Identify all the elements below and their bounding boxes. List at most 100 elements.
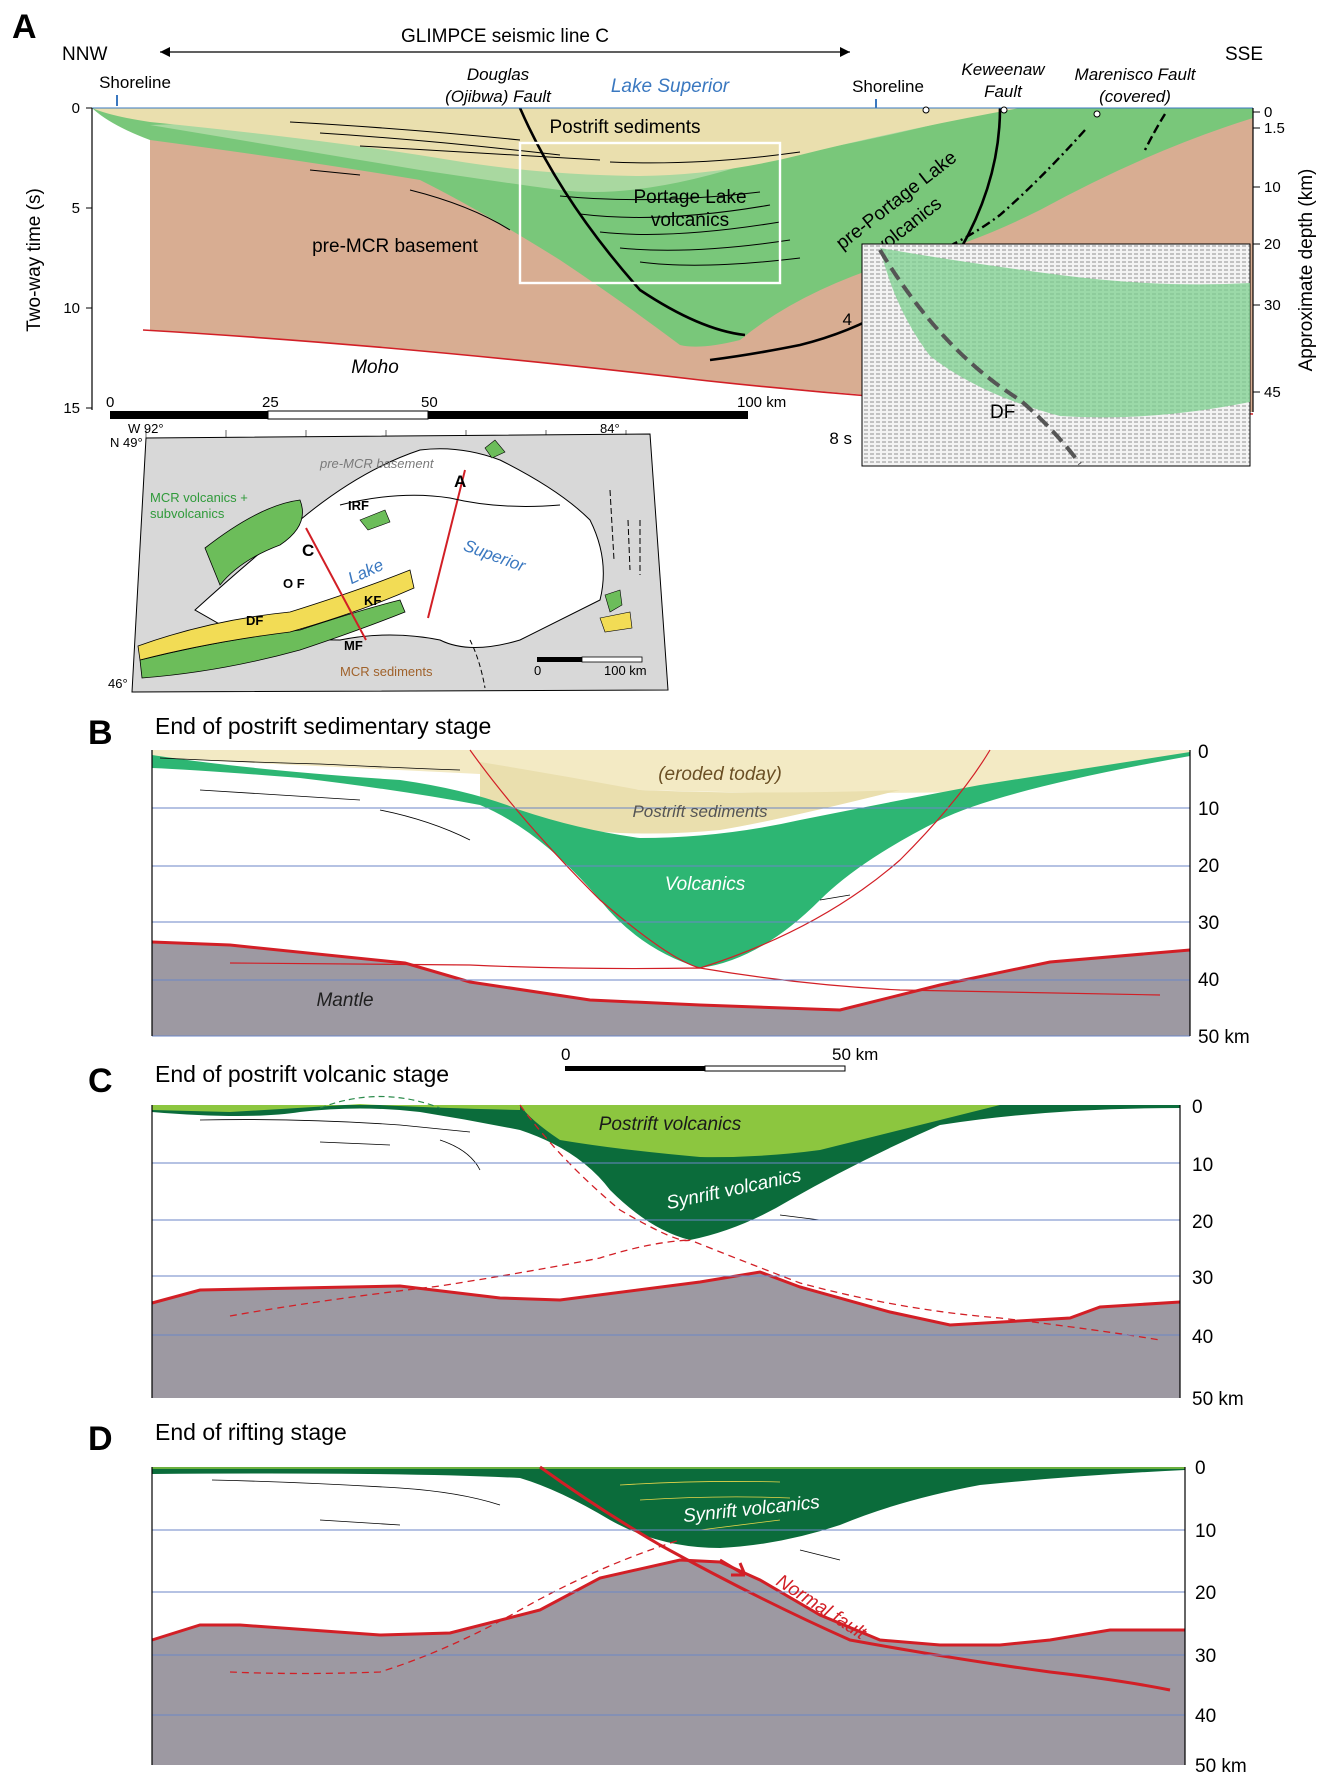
panel-b-faults — [229, 749, 1161, 996]
map-irf-label: IRF — [348, 498, 369, 513]
map-of-label: O F — [283, 576, 305, 591]
panel-b-depth-ticks: 0 10 20 30 40 50 km — [1198, 742, 1250, 1048]
panel-b-mantle-label: Mantle — [316, 990, 373, 1011]
panel-b-tick-40: 40 — [1198, 970, 1219, 991]
nnw-label: NNW — [62, 44, 107, 65]
map-kf-label: KF — [364, 593, 381, 608]
map-fault-dashed — [469, 639, 486, 689]
panel-b-tick-10: 10 — [1198, 799, 1219, 820]
panel-b: B End of postrift sedimentary stage (ero… — [88, 713, 1250, 1072]
twt-axis-label: Two-way time (s) — [24, 188, 45, 332]
panel-c-postrift-label: Postrift volcanics — [599, 1114, 742, 1135]
map-lake-superior — [194, 448, 604, 648]
panel-b-grid — [152, 807, 1190, 1037]
inset-tick-4: 4 — [843, 310, 852, 329]
fault-symbol-2 — [1000, 106, 1008, 114]
panel-b-volcanics-label: Volcanics — [665, 874, 746, 895]
map-scale-0: 0 — [534, 663, 541, 678]
marenisco-fault-trace — [1143, 113, 1167, 151]
panel-d-internal-lines — [211, 1479, 841, 1561]
map-df-label: DF — [246, 613, 263, 628]
douglas-fault-trace — [518, 107, 746, 337]
panel-c-tick-40: 40 — [1192, 1327, 1213, 1348]
twt-tick-0: 0 — [72, 100, 80, 117]
panel-b-scale-0: 0 — [561, 1045, 570, 1064]
keweenaw-fault-label-2: Fault — [984, 82, 1023, 101]
panel-d-grid — [152, 1529, 1185, 1716]
map-mcr-sediments — [137, 569, 415, 661]
seismic-reflectors — [289, 121, 801, 266]
inset-location-box — [518, 141, 782, 285]
panel-d-tick-10: 10 — [1195, 1521, 1216, 1542]
seismic-line-arrow — [160, 47, 850, 57]
inset-df-label: DF — [990, 402, 1015, 423]
depth-tick-45: 45 — [1264, 384, 1281, 401]
map-sediments-label: MCR sediments — [340, 664, 433, 679]
depth-tick-1-5: 1.5 — [1264, 120, 1285, 137]
map-line-c — [305, 527, 367, 641]
map-coord-n49: N 49° — [110, 435, 143, 450]
twt-axis: 0 5 10 15 Two-way time (s) — [24, 100, 93, 417]
panel-c-tick-50: 50 km — [1192, 1389, 1244, 1410]
panel-b-eroded-unit — [152, 750, 1190, 794]
depth-axis-label: Approximate depth (km) — [1296, 169, 1317, 372]
panel-c-postrift-left — [152, 1104, 520, 1112]
panel-c-letter: C — [88, 1062, 113, 1100]
panel-b-tick-20: 20 — [1198, 856, 1219, 877]
location-map: W 92° N 49° 84° 46° pre-MCR basement MCR… — [108, 421, 669, 693]
panel-c-tick-10: 10 — [1192, 1155, 1213, 1176]
panel-b-tick-30: 30 — [1198, 913, 1219, 934]
marenisco-fault-label-2: (covered) — [1099, 87, 1171, 106]
shoreline-right-label: Shoreline — [852, 77, 924, 96]
panel-b-letter: B — [88, 714, 113, 752]
scale-bar-a: 0 25 50 100 km — [106, 394, 786, 420]
map-scale-bar: 0 100 km — [534, 656, 647, 678]
scale-a-50: 50 — [421, 394, 438, 411]
map-fault-irf — [339, 494, 561, 507]
panel-d: D End of rifting stage Synrift volcanics… — [88, 1419, 1247, 1777]
panel-c-dashed-faults — [229, 1104, 1161, 1341]
map-graticule — [145, 430, 627, 438]
fault-symbol-3 — [1093, 110, 1101, 118]
panel-b-sediments-label: Postrift sediments — [632, 802, 768, 821]
panel-d-letter: D — [88, 1420, 113, 1458]
moho-label: Moho — [351, 357, 399, 378]
map-volcanics-label-1: MCR volcanics + — [150, 490, 248, 505]
panel-c: C End of postrift volcanic stage Postrif… — [88, 1061, 1244, 1410]
panel-d-mantle — [152, 1560, 1185, 1765]
scale-a-25: 25 — [262, 394, 279, 411]
panel-c-dome — [319, 1095, 441, 1109]
depth-axis: 0 1.5 10 20 30 45 Approximate depth (km) — [1252, 104, 1317, 412]
panel-c-tick-20: 20 — [1192, 1212, 1213, 1233]
map-coord-46: 46° — [108, 676, 128, 691]
depth-tick-20: 20 — [1264, 236, 1281, 253]
portage-volcanics-label-2: volcanics — [651, 210, 729, 231]
shoreline-left-label: Shoreline — [99, 73, 171, 92]
map-basement-label: pre-MCR basement — [319, 456, 435, 471]
panel-a: A NNW SSE GLIMPCE seismic line C Shoreli… — [12, 8, 1317, 467]
panel-b-scale-50: 50 km — [832, 1045, 878, 1064]
panel-c-postrift-unit — [520, 1105, 1000, 1158]
panel-c-moho — [151, 1270, 1181, 1327]
panel-c-tick-0: 0 — [1192, 1097, 1203, 1118]
map-volcanics-label-2: subvolcanics — [150, 506, 225, 521]
panel-c-synrift-unit — [152, 1105, 1180, 1240]
panel-d-normal-fault — [539, 1465, 1171, 1692]
panel-c-depth-ticks: 0 10 20 30 40 50 km — [1192, 1097, 1244, 1410]
panel-b-volcanics-unit — [152, 752, 1190, 968]
map-line-a-label: A — [454, 472, 466, 491]
lake-superior-label: Lake Superior — [611, 76, 730, 97]
twt-tick-15: 15 — [63, 400, 80, 417]
map-coord-84: 84° — [600, 421, 620, 436]
panel-b-sediments-unit — [480, 762, 900, 834]
map-line-c-label: C — [302, 541, 314, 560]
panel-b-tick-50: 50 km — [1198, 1027, 1250, 1048]
fault-symbol-1 — [922, 106, 930, 114]
pre-portage-volcanics-unit — [92, 108, 1253, 347]
map-sediments-east — [599, 611, 633, 633]
panel-d-title: End of rifting stage — [155, 1419, 347, 1445]
panel-b-internal-lines — [159, 757, 851, 901]
douglas-fault-label-2: (Ojibwa) Fault — [445, 87, 552, 106]
depth-tick-30: 30 — [1264, 297, 1281, 314]
sse-label: SSE — [1225, 44, 1263, 65]
